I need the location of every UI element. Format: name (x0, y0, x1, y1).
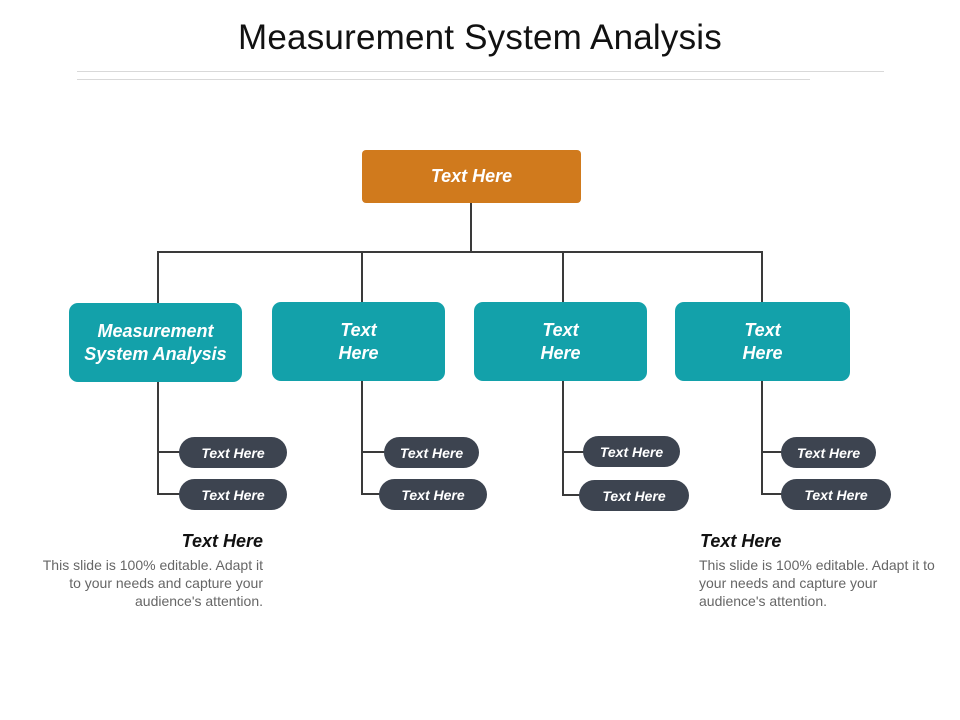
leaf-node-3a: Text Here (583, 436, 680, 467)
note-heading-left: Text Here (181, 531, 263, 551)
title-rule-top (77, 71, 884, 72)
title-rule-bottom (77, 79, 810, 80)
branch-node-2: Text Here (272, 302, 445, 381)
note-body-left: This slide is 100% editable. Adapt it to… (42, 557, 263, 609)
leaf-node-3b: Text Here (579, 480, 689, 511)
note-heading-right: Text Here (700, 531, 782, 551)
branch-node-1: Measurement System Analysis (69, 303, 242, 382)
leaf-node-1a: Text Here (179, 437, 287, 468)
leaf-node-1b: Text Here (179, 479, 287, 510)
branch-node-4: Text Here (675, 302, 850, 381)
leaf-node-2a: Text Here (384, 437, 479, 468)
page-title: Measurement System Analysis (238, 18, 722, 57)
root-node: Text Here (362, 150, 581, 203)
note-body-right: This slide is 100% editable. Adapt it to… (699, 557, 935, 609)
leaf-node-4a: Text Here (781, 437, 876, 468)
branch-node-3: Text Here (474, 302, 647, 381)
leaf-node-2b: Text Here (379, 479, 487, 510)
leaf-node-4b: Text Here (781, 479, 891, 510)
